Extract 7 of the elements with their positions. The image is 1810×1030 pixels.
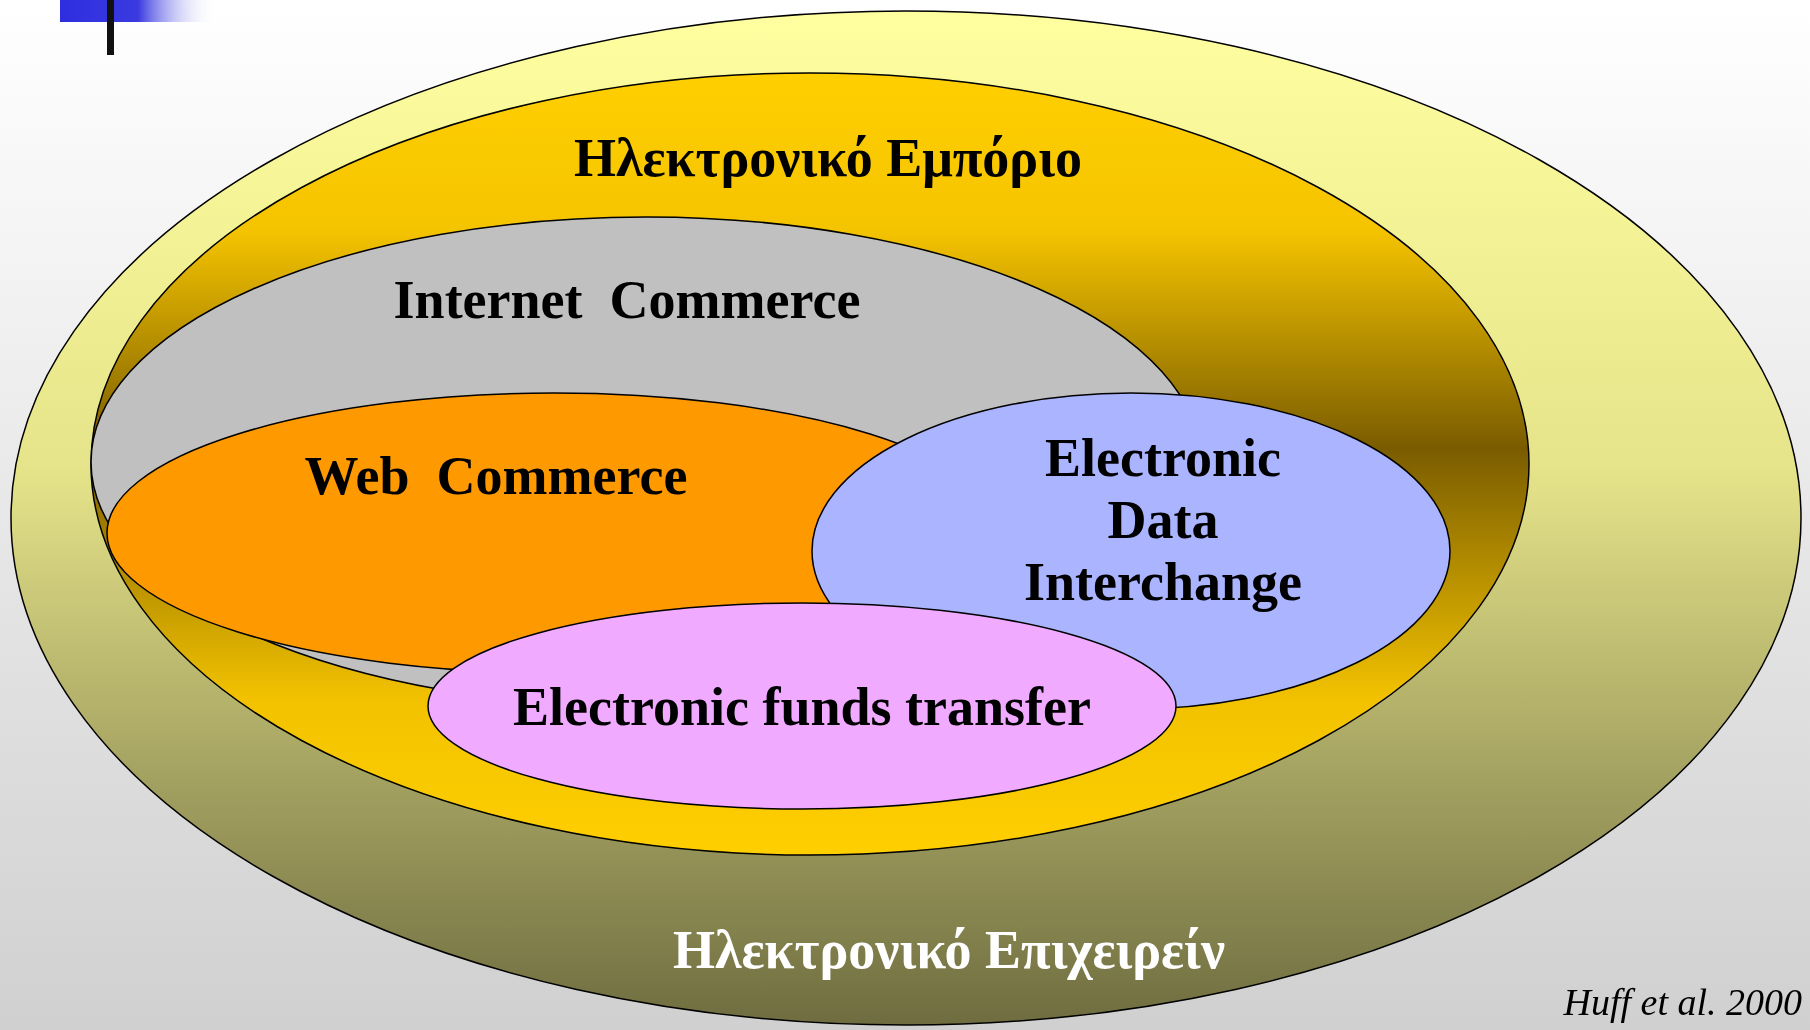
region-label: Web Commerce (304, 444, 688, 508)
citation: Huff et al. 2000 (1563, 980, 1802, 1024)
region-label: Electronic Data Interchange (1023, 426, 1303, 614)
region-label: Internet Commerce (393, 268, 861, 332)
region-label: Ηλεκτρονικό Εμπόριο (574, 126, 1082, 190)
region-label: Ηλεκτρονικό Επιχειρείν (672, 918, 1226, 982)
region-label: Electronic funds transfer (513, 675, 1091, 739)
